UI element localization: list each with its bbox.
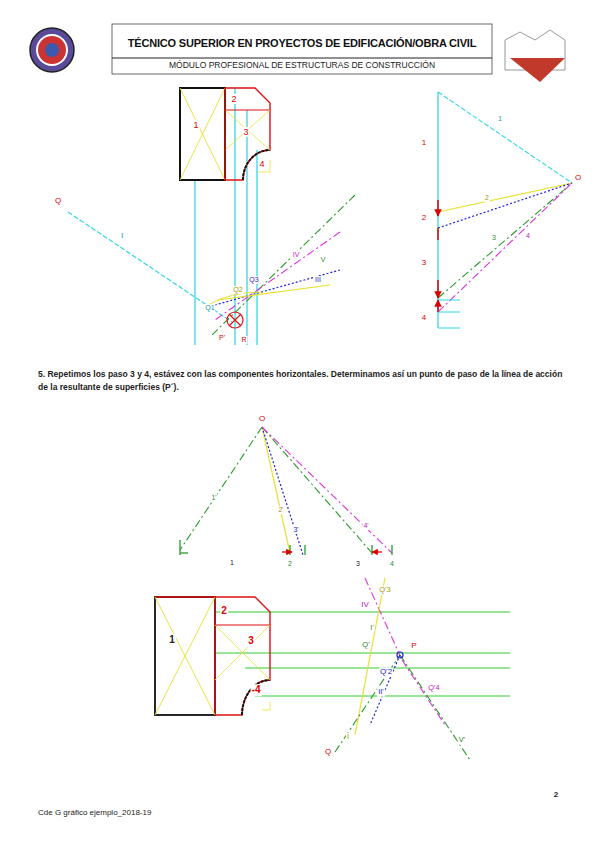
force-polygon-top <box>438 92 572 328</box>
line-label: V' <box>458 736 466 745</box>
force-number: 3 <box>355 560 361 568</box>
point-label: Q1 <box>204 304 215 312</box>
point-label: P <box>410 641 417 650</box>
part-number: 2 <box>220 605 228 617</box>
part-number: -4 <box>251 684 262 696</box>
line-label: I <box>346 733 350 742</box>
force-number: 1 <box>421 138 427 147</box>
force-number: 1 <box>229 559 235 567</box>
point-label: Q <box>54 196 62 205</box>
point-label: P' <box>218 334 226 342</box>
point-label: Q3 <box>248 276 259 284</box>
pole-label: O <box>574 173 582 182</box>
point-label: Q'2 <box>379 667 393 676</box>
line-label: I' <box>369 624 374 632</box>
point-label: Q'4 <box>427 684 440 693</box>
force-polygon-middle <box>180 427 392 555</box>
part-number: 3 <box>247 635 255 647</box>
force-number: 3 <box>421 258 427 267</box>
line-label: II' <box>377 688 385 697</box>
footer-text: Cde G gráfico ejemplo_2018-19 <box>38 808 151 817</box>
ray-label: 3 <box>491 234 497 242</box>
page-number: 2 <box>553 790 559 799</box>
point-label: R <box>240 336 247 344</box>
section-figure-top <box>68 88 355 345</box>
ray-label: 1 <box>497 115 503 123</box>
part-number: 1 <box>192 120 199 130</box>
header <box>30 24 565 82</box>
point-label: Q' <box>361 641 370 650</box>
subtitle: MÓDULO PROFESIONAL DE ESTRUCTURAS DE CON… <box>168 61 436 71</box>
point-label: Q <box>324 747 332 756</box>
ray-label: 2 <box>484 194 490 202</box>
part-number: 3 <box>242 127 249 137</box>
ray-label: 4 <box>525 232 531 240</box>
ray-label: 3' <box>292 526 299 534</box>
ray-label: 4' <box>362 522 369 530</box>
line-label: III <box>314 276 322 284</box>
force-number: 2 <box>287 560 293 568</box>
part-number: 1 <box>168 634 176 646</box>
force-number: 2 <box>421 213 427 222</box>
page-title: TÉCNICO SUPERIOR EN PROYECTOS DE EDIFICA… <box>128 37 476 50</box>
part-number: 4 <box>258 159 265 169</box>
force-number: 4 <box>421 313 427 322</box>
line-label: IV <box>292 251 301 259</box>
ray-label: 2' <box>277 506 284 514</box>
ray-label: 1' <box>210 494 217 502</box>
part-number: 2 <box>230 94 237 104</box>
step-paragraph: 5. Repetimos los paso 3 y 4, estávez con… <box>38 368 566 394</box>
pole-label: O <box>258 414 266 423</box>
point-label: Q2 <box>232 286 243 294</box>
line-label: IV <box>360 600 370 609</box>
section-figure-bottom <box>155 578 510 760</box>
force-number: 4 <box>389 560 395 568</box>
point-label: Q'3 <box>378 586 391 595</box>
line-label: I <box>120 231 124 240</box>
line-label: V <box>320 256 327 264</box>
